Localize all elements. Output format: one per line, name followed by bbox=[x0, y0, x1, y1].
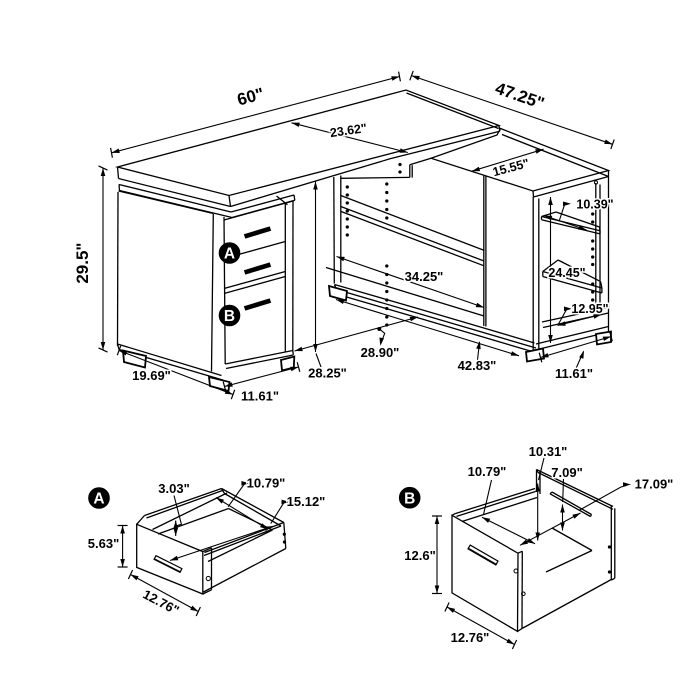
drawer-a-drawing bbox=[136, 487, 287, 595]
label-bottom_shelf_depth: 12.95" bbox=[571, 302, 608, 316]
main-view: A B 60" 47.25" 29.5" 23.62" 15.55" 10.39… bbox=[72, 70, 615, 405]
dimension-b-rail-height: 7.09" bbox=[550, 464, 584, 531]
label-back_height: 10.31" bbox=[529, 444, 568, 459]
dimension-height: 29.5" bbox=[72, 165, 108, 353]
label-front_height: 12.6" bbox=[404, 548, 435, 563]
label-knee_space_height: 28.25" bbox=[308, 366, 347, 381]
dimension-top-depth: 23.62" bbox=[291, 120, 408, 154]
callout-b: B bbox=[218, 304, 241, 327]
label-return_base_length: 42.83" bbox=[458, 358, 497, 373]
dimension-knee-space-height: 28.25" bbox=[307, 181, 348, 382]
callout-a-detail: A bbox=[88, 487, 110, 509]
dimension-return-base-length: 42.83" bbox=[335, 298, 520, 375]
callout-b-detail: B bbox=[398, 486, 421, 509]
svg-text:A: A bbox=[224, 246, 235, 263]
label-top_depth: 23.62" bbox=[329, 121, 368, 140]
label-interior_diagonal: 17.09" bbox=[635, 477, 674, 492]
dimension-b-interior-diagonal: 17.09" bbox=[519, 475, 675, 546]
label-interior_width: 10.79" bbox=[468, 464, 507, 479]
dimension-b-front-width: 12.76" bbox=[444, 602, 518, 650]
dimension-b-back-height: 10.31" bbox=[527, 443, 569, 541]
label-side_height: 3.03" bbox=[158, 481, 189, 496]
drawer-handle bbox=[467, 544, 499, 566]
label-interior_diagonal: 15.12" bbox=[287, 494, 326, 509]
dimension-a-side-height: 3.03" bbox=[157, 480, 191, 536]
label-front_height: 5.63" bbox=[88, 536, 119, 551]
return-top-surface bbox=[428, 127, 611, 192]
label-open_shelf_length: 34.25" bbox=[405, 269, 444, 284]
return-unit bbox=[325, 127, 612, 363]
label-knee_space_width: 28.90" bbox=[361, 345, 400, 360]
detail-b: B 10.31" 10.79" 7.09" 17.09" 12.6" 12.76… bbox=[398, 443, 675, 650]
foot bbox=[525, 347, 545, 363]
label-top_shelf_depth: 10.39" bbox=[576, 198, 613, 212]
dimension-knee-space-width: 28.90" bbox=[294, 316, 419, 362]
dimension-pedestal-width: 11.61" bbox=[222, 362, 301, 405]
desk-top bbox=[114, 89, 502, 208]
label-pedestal_width: 11.61" bbox=[241, 389, 279, 404]
label-shelf_opening_height: 24.45" bbox=[548, 266, 585, 280]
callout-a: A bbox=[218, 242, 241, 264]
drawer-handle bbox=[153, 554, 183, 574]
foot bbox=[327, 284, 348, 302]
label-return_end_width: 11.61" bbox=[555, 366, 593, 381]
svg-text:A: A bbox=[93, 491, 104, 508]
dimension-pedestal-depth: 19.69" bbox=[116, 345, 236, 400]
label-rail_height: 7.09" bbox=[551, 465, 582, 480]
label-interior_width: 10.79" bbox=[247, 476, 286, 491]
dimension-a-interior-width: 10.79" bbox=[215, 474, 287, 530]
dimension-bottom-shelf-depth: 12.95" bbox=[557, 301, 610, 327]
dimension-b-front-height: 12.6" bbox=[403, 515, 442, 595]
dimension-a-interior-diagonal: 15.12" bbox=[169, 493, 327, 562]
dimension-open-shelf-length: 34.25" bbox=[336, 255, 485, 309]
drawer-b-drawing bbox=[451, 468, 616, 633]
label-pedestal_depth: 19.69" bbox=[132, 368, 171, 383]
dimension-shelf-opening-height: 24.45" bbox=[547, 197, 587, 343]
svg-text:B: B bbox=[224, 308, 235, 325]
svg-text:B: B bbox=[404, 490, 415, 507]
dimension-return-end-width: 11.61" bbox=[538, 331, 613, 383]
dimension-b-interior-width: 10.79" bbox=[466, 463, 536, 545]
label-height: 29.5" bbox=[73, 243, 92, 284]
dimension-a-front-height: 5.63" bbox=[86, 524, 128, 568]
label-front_width: 12.76" bbox=[451, 630, 490, 645]
